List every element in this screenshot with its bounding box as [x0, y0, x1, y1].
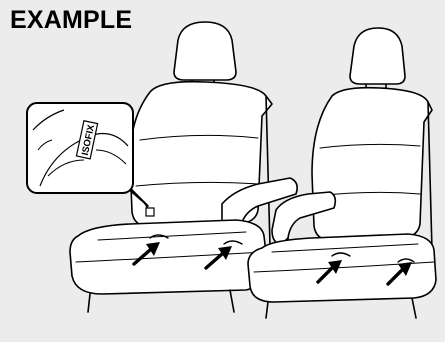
- right-backrest: [312, 88, 432, 240]
- right-seat: [248, 28, 436, 318]
- example-heading: EXAMPLE: [10, 5, 132, 35]
- right-headrest: [350, 28, 405, 84]
- left-headrest: [174, 22, 236, 80]
